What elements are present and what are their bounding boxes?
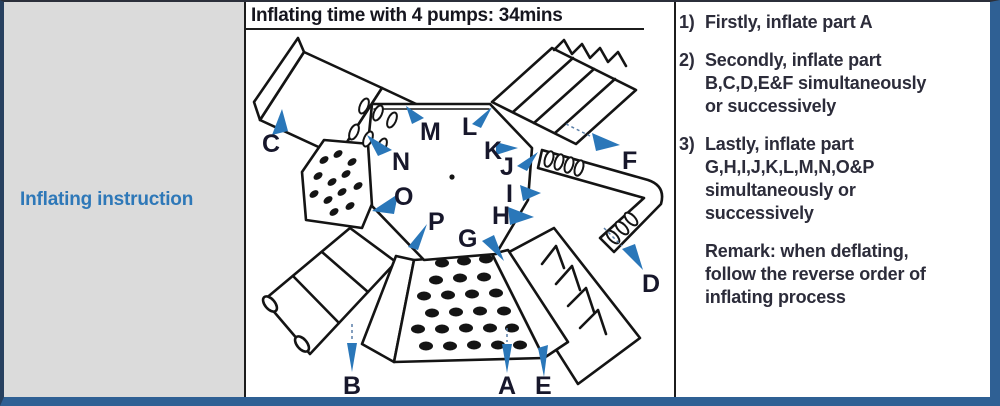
- part-labels: A B C D E F G H I J K L M N O P: [262, 113, 660, 397]
- section-title: Inflating instruction: [20, 188, 194, 210]
- arrow-d: [622, 244, 643, 270]
- instruction-item-3: 3) Lastly, inflate part G,H,I,J,K,L,M,N,…: [679, 134, 875, 223]
- inflating-time-header: Inflating time with 4 pumps: 34mins: [246, 2, 644, 30]
- label-J: J: [500, 153, 514, 181]
- instruction-item-2: 2) Secondly, inflate part B,C,D,E&F simu…: [679, 50, 927, 116]
- label-O: O: [394, 183, 413, 211]
- arrow-g: [482, 235, 504, 261]
- arrow-f: [592, 133, 620, 151]
- dot-pattern-a-wedge: [411, 254, 527, 351]
- arrow-l: [472, 107, 492, 128]
- label-L: L: [462, 113, 477, 141]
- remark-note: Remark: when deflating, follow the rever…: [705, 241, 926, 307]
- dot-pattern-left-wedge: [309, 150, 363, 216]
- label-A: A: [498, 372, 516, 397]
- arrow-o: [372, 194, 398, 214]
- label-K: K: [484, 137, 502, 165]
- diagram-section: Inflating time with 4 pumps: 34mins: [246, 2, 674, 397]
- arrow-k: [496, 142, 518, 155]
- arrow-c: [272, 109, 288, 135]
- center-dot: [449, 174, 455, 180]
- pointer-arrows: [272, 106, 643, 377]
- arrow-b: [347, 343, 357, 372]
- inflatable-diagram: A B C D E F G H I J K L M N O P: [246, 32, 674, 397]
- part-c-ramp-lip: [252, 36, 306, 122]
- label-D: D: [642, 270, 660, 298]
- arrow-p: [408, 224, 427, 250]
- center-platform: [366, 102, 534, 262]
- arrow-n: [367, 135, 392, 156]
- label-F: F: [622, 147, 637, 175]
- label-B: B: [343, 372, 361, 397]
- label-N: N: [392, 148, 410, 176]
- arrow-a: [502, 344, 512, 373]
- water-park-line-drawing: A B C D E F G H I J K L M N O P: [252, 36, 664, 397]
- arrow-m: [406, 106, 424, 124]
- label-E: E: [535, 372, 552, 397]
- instruction-item-1: 1) Firstly, inflate part A: [679, 12, 873, 32]
- label-M: M: [420, 118, 441, 146]
- left-panel: Inflating instruction: [4, 2, 246, 397]
- label-I: I: [506, 180, 513, 208]
- label-G: G: [458, 225, 477, 253]
- label-H: H: [492, 202, 510, 230]
- arrow-i: [520, 185, 541, 201]
- label-C: C: [262, 130, 280, 158]
- part-d-tube: [536, 148, 664, 254]
- label-P: P: [428, 208, 445, 236]
- instructions-panel: 1) Firstly, inflate part A 2) Secondly, …: [674, 2, 990, 397]
- arrow-j: [517, 152, 538, 171]
- arrow-h: [508, 207, 534, 225]
- arrow-e: [538, 345, 548, 377]
